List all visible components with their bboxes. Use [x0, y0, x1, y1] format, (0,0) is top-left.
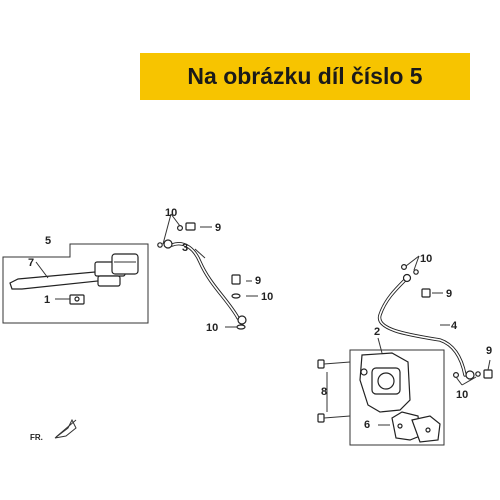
callout-1: 1 — [44, 294, 50, 306]
brake-hose-4[interactable] — [377, 273, 475, 380]
banjo-bolt-upper-left[interactable] — [157, 222, 196, 248]
master-cylinder-group[interactable] — [2, 243, 149, 324]
callout-9-b: 9 — [255, 275, 261, 287]
caliper-bolt-upper[interactable] — [317, 359, 351, 369]
callout-6: 6 — [364, 419, 370, 431]
front-direction-label: FR. — [30, 433, 43, 442]
caliper-bolt-lower[interactable] — [317, 413, 351, 423]
front-direction-arrow — [54, 418, 77, 439]
callout-8: 8 — [321, 386, 327, 398]
part-number-banner: Na obrázku díl číslo 5 — [140, 53, 470, 100]
brake-caliper-group[interactable] — [349, 349, 445, 446]
callout-4: 4 — [451, 320, 458, 332]
callout-7: 7 — [28, 257, 34, 269]
banjo-bolt-right-upper[interactable] — [401, 264, 431, 298]
callout-9-d: 9 — [486, 345, 492, 357]
callout-10-e: 10 — [456, 389, 468, 401]
callout-10-c: 10 — [206, 322, 218, 334]
callout-9-c: 9 — [446, 288, 452, 300]
brake-hose-3[interactable] — [163, 239, 247, 325]
callout-3: 3 — [182, 242, 188, 254]
callout-5: 5 — [45, 235, 51, 247]
callout-9-a: 9 — [215, 222, 221, 234]
callout-10-a: 10 — [165, 207, 177, 219]
leader-lines — [35, 213, 491, 426]
callout-10-b: 10 — [261, 291, 273, 303]
callout-10-d: 10 — [420, 253, 432, 265]
callout-2: 2 — [374, 326, 380, 338]
